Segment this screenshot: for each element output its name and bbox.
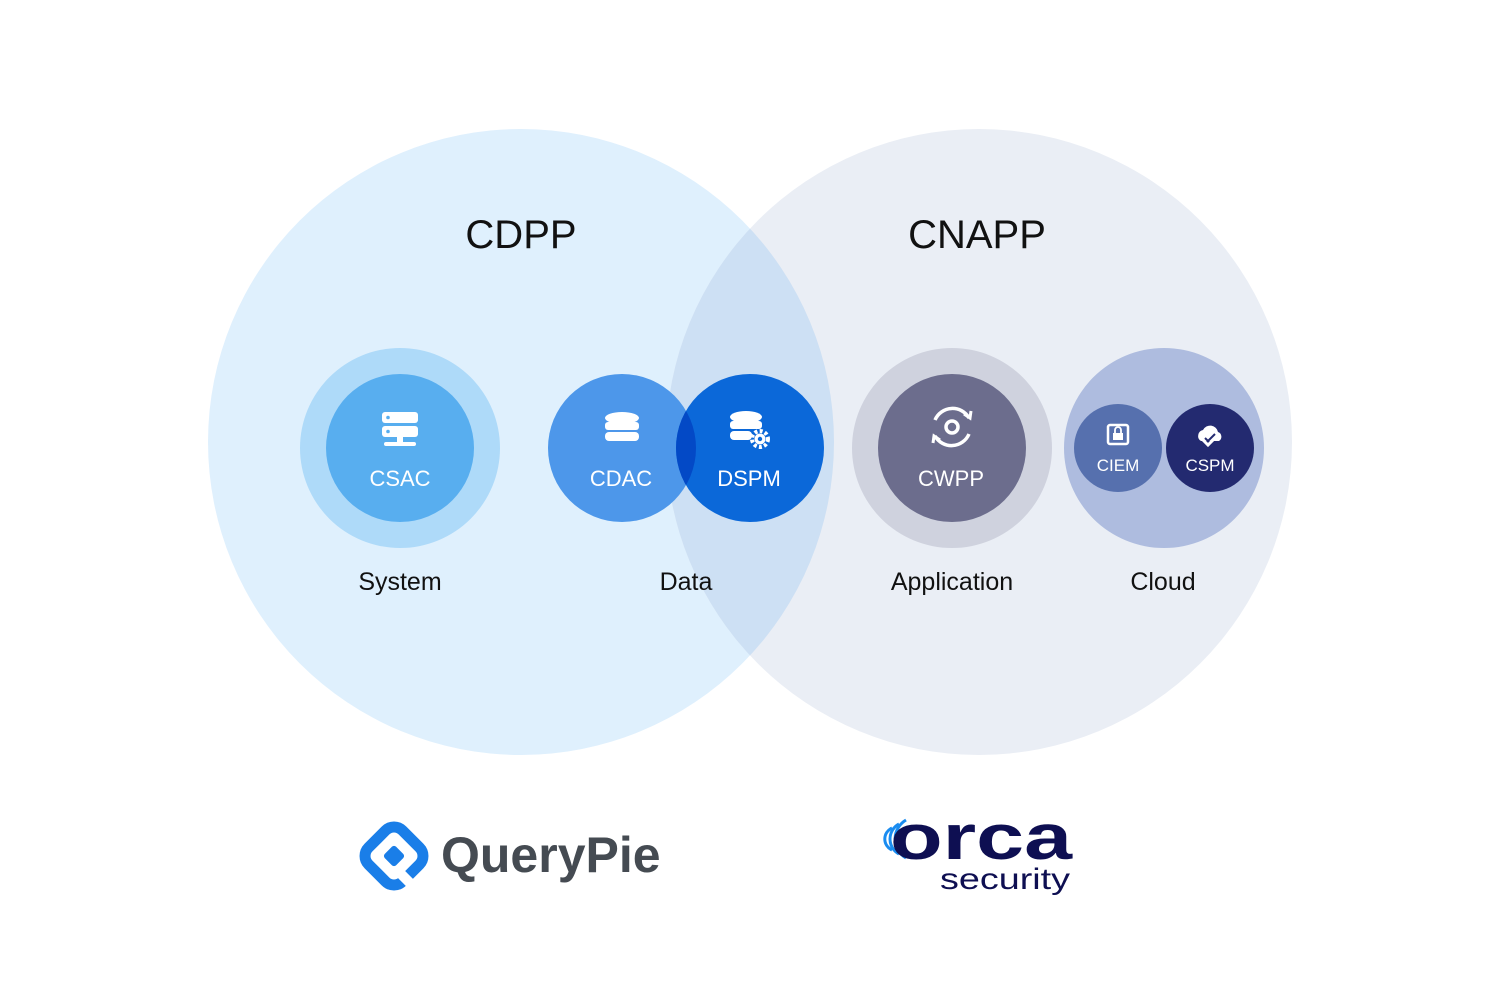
querypie-wordmark: QueryPie (441, 827, 661, 883)
cspm-label: CSPM (1185, 456, 1234, 475)
cdpp-title: CDPP (465, 213, 576, 257)
system-label: System (358, 568, 441, 596)
server-icon (382, 412, 418, 446)
cloud-label: Cloud (1130, 568, 1195, 596)
database-icon (605, 412, 639, 441)
refresh-gear-icon (931, 406, 973, 448)
orca-sonar-icon (883, 818, 907, 860)
csac-label: CSAC (369, 466, 430, 491)
orca-logo: orca security (883, 801, 1073, 896)
orca-wordmark: orca (890, 801, 1073, 873)
cdpp-circle (208, 129, 834, 755)
cwpp-label: CWPP (918, 466, 984, 491)
data-label: Data (660, 568, 713, 596)
database-gear-icon (730, 411, 770, 449)
application-label: Application (891, 568, 1013, 596)
cwpp-node: CWPP (852, 348, 1052, 548)
ciem-node: CIEM (1074, 404, 1162, 492)
cdac-label: CDAC (590, 466, 652, 491)
cloud-check-icon (1198, 425, 1222, 448)
orca-subtitle: security (940, 863, 1070, 896)
lock-window-icon (1106, 423, 1130, 446)
cnapp-title: CNAPP (908, 213, 1046, 257)
querypie-logo: QueryPie (359, 821, 661, 891)
dspm-label: DSPM (717, 466, 781, 491)
cspm-node: CSPM (1166, 404, 1254, 492)
csac-node: CSAC (300, 348, 500, 548)
dspm-node (676, 374, 824, 522)
cloud-group (1064, 348, 1264, 548)
ciem-label: CIEM (1097, 456, 1140, 475)
cdac-node (548, 374, 696, 522)
querypie-mark-icon (359, 821, 429, 891)
